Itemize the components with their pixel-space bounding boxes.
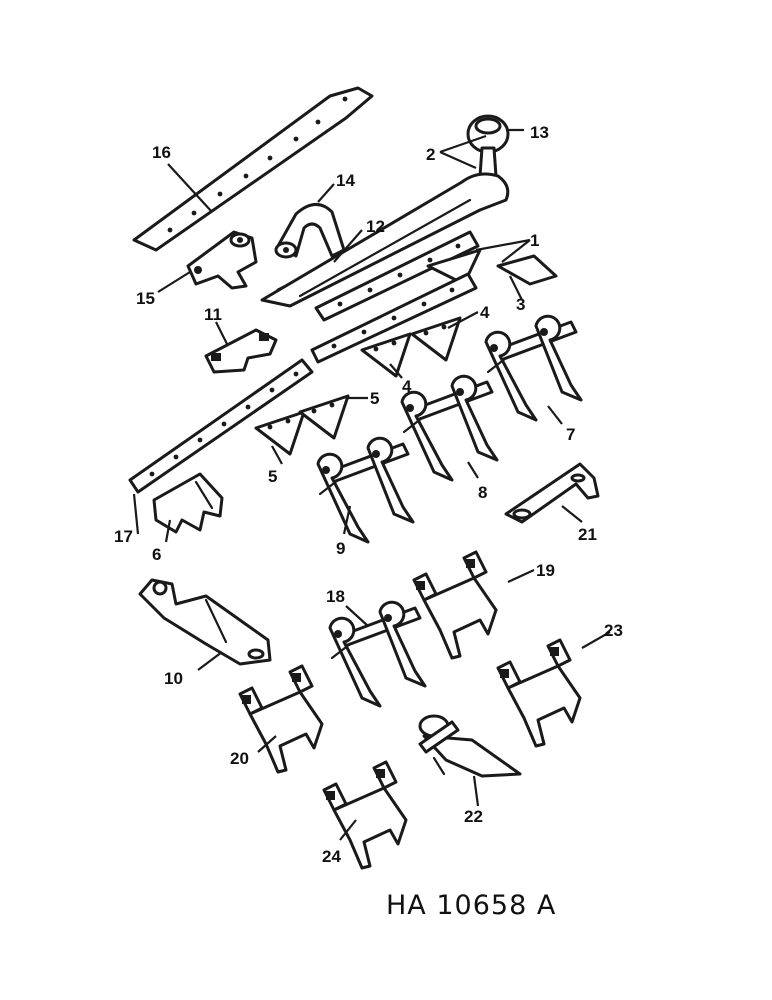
callout-5-lower: 5 (268, 467, 277, 486)
part-22-guard (418, 714, 522, 778)
part-6-end-guard (152, 472, 224, 534)
drawing-code: HA 10658 A (386, 890, 556, 921)
callout-11: 11 (204, 305, 222, 324)
part-9-guard-pair (316, 436, 415, 544)
callout-21: 21 (578, 525, 597, 544)
callout-14: 14 (336, 171, 355, 190)
callout-4-upper: 4 (480, 303, 490, 322)
callout-18: 18 (326, 587, 345, 606)
part-3-section (496, 254, 558, 286)
part-20-clip (238, 664, 324, 774)
callout-labels: 1 2 3 4 4 5 5 6 7 8 9 10 11 12 13 14 15 … (114, 123, 623, 866)
callout-7: 7 (566, 425, 575, 444)
callout-22: 22 (464, 807, 483, 826)
callout-10: 10 (164, 669, 183, 688)
callout-19: 19 (536, 561, 555, 580)
callout-2: 2 (426, 145, 435, 164)
callout-8: 8 (478, 483, 487, 502)
part-15-bracket (186, 230, 258, 290)
callout-6: 6 (152, 545, 161, 564)
part-11-guard-plate (204, 328, 278, 374)
callout-9: 9 (336, 539, 345, 558)
part-19-clip (412, 550, 498, 660)
part-7-guard-pair (484, 314, 583, 422)
part-21-plate (504, 462, 600, 524)
callout-1: 1 (530, 231, 539, 250)
callout-16: 16 (152, 143, 171, 162)
callout-3: 3 (516, 295, 525, 314)
callout-17: 17 (114, 527, 133, 546)
callout-4-lower: 4 (402, 377, 412, 396)
part-14-clamp (274, 203, 346, 259)
part-5-sections (254, 394, 350, 456)
part-16-bar (132, 86, 374, 252)
part-8-guard-pair (400, 374, 499, 482)
part-18-guard-pair (328, 600, 427, 708)
callout-12: 12 (366, 217, 385, 236)
part-2-pitman-arm (260, 146, 510, 308)
callout-5-upper: 5 (370, 389, 379, 408)
knife-back-bar-upper (310, 272, 478, 364)
callout-20: 20 (230, 749, 249, 768)
callout-23: 23 (604, 621, 623, 640)
part-23-clip (496, 638, 582, 748)
part-17-knife-back-bar (128, 358, 314, 494)
callout-15: 15 (136, 289, 155, 308)
leader-lines (132, 128, 611, 841)
callout-13: 13 (530, 123, 549, 142)
callout-24: 24 (322, 847, 341, 866)
part-10-bracket (138, 578, 272, 666)
